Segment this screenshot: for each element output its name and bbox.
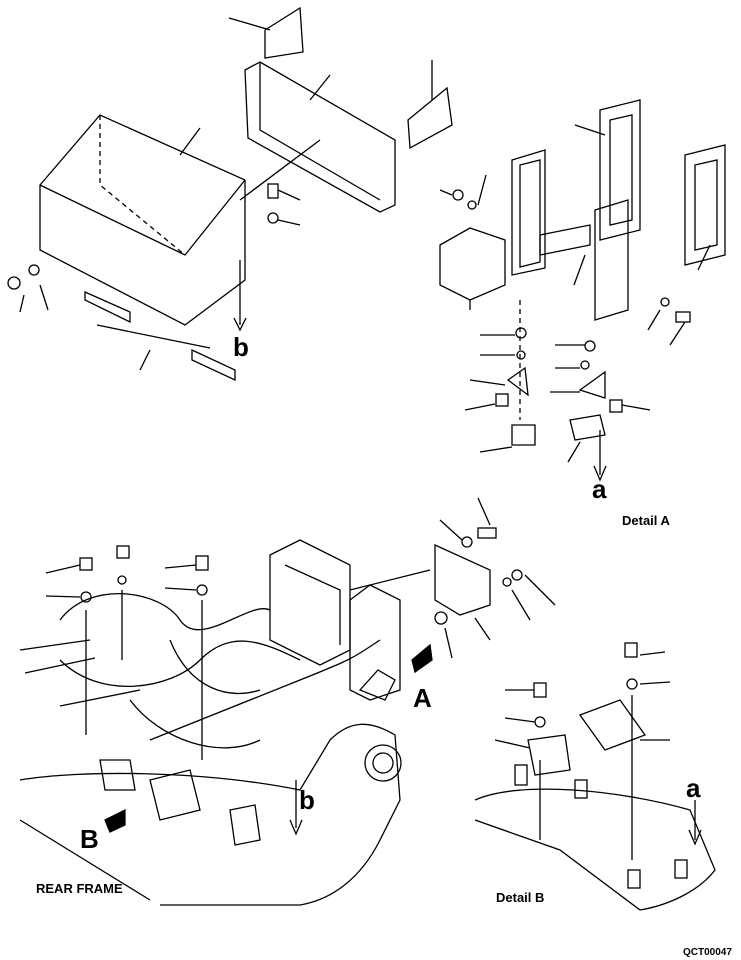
rear-frame-assembly (19, 539, 431, 906)
letter-b-upper: B (80, 824, 99, 854)
letter-a-lower-detailb: a (686, 773, 701, 803)
bracket-assembly (434, 497, 556, 659)
rear-frame-caption: REAR FRAME (36, 881, 123, 896)
arrow-b-icon (104, 808, 126, 833)
letter-a-lower-detail: a (592, 474, 607, 504)
figure-code: QCT00047 (683, 947, 732, 958)
detail-a-assembly (439, 99, 726, 482)
letter-b-lower-main: b (299, 785, 315, 815)
cover-assembly (7, 6, 453, 382)
letter-a-upper: A (413, 683, 432, 713)
detail-b-assembly (474, 642, 716, 911)
detail-a-caption: Detail A (622, 513, 670, 528)
arrow-a-icon (411, 643, 433, 674)
detail-b-caption: Detail B (496, 890, 545, 905)
letter-b-lower-top: b (233, 332, 249, 362)
